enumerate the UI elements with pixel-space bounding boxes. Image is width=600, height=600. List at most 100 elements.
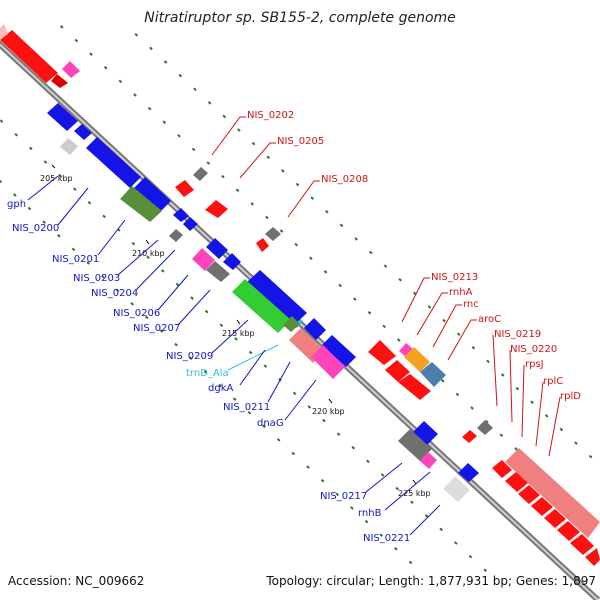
gene-feature: [265, 227, 281, 241]
tick-mark: [456, 332, 461, 336]
tick-mark: [323, 270, 328, 274]
tick-mark: [351, 446, 356, 450]
tick-mark: [354, 237, 358, 241]
tick-mark: [27, 206, 32, 211]
gene-labels: gph NIS_0200 NIS_0201 NIS_0203 NIS_0204 …: [7, 110, 581, 544]
tick-mark: [398, 278, 402, 282]
gene-feature: [169, 229, 183, 242]
gene-feature: [0, 30, 58, 83]
tick-mark: [89, 52, 93, 56]
tick-mark: [102, 214, 106, 219]
tick-mark: [424, 514, 429, 518]
tick-mark: [309, 256, 313, 261]
gene-label: NIS_0208: [321, 174, 368, 185]
tick-mark: [574, 441, 578, 445]
gene-label: NIS_0201: [52, 254, 99, 265]
tick-mark: [247, 410, 252, 415]
gene-feature: [47, 103, 78, 131]
tick-mark: [190, 296, 194, 300]
tick-mark: [146, 255, 150, 259]
gene-label: NIS_0209: [166, 351, 213, 362]
tick-mark: [14, 132, 18, 137]
tick-mark: [248, 350, 253, 355]
tick-mark: [471, 346, 476, 350]
tick-mark: [410, 500, 414, 504]
tick-mark: [234, 337, 238, 341]
gene-feature: [74, 124, 92, 140]
gene-label: rnhA: [449, 287, 473, 298]
tick-mark: [42, 220, 46, 224]
leader-lines: [27, 116, 561, 536]
gene-feature: [232, 279, 291, 333]
tick-mark: [353, 297, 357, 301]
tick-mark: [295, 182, 300, 187]
tick-mark: [281, 169, 285, 173]
tick-mark: [439, 527, 443, 532]
gene-label: rpsJ: [525, 359, 544, 370]
gene-feature: [399, 343, 413, 357]
tick-mark: [292, 391, 297, 396]
tick-mark: [101, 274, 105, 279]
gene-feature: [304, 318, 326, 340]
tick-mark: [144, 315, 149, 320]
gene-label: NIS_0220: [510, 344, 557, 355]
tick-mark: [163, 60, 168, 64]
inner-strand-features: [47, 103, 479, 502]
tick-mark: [276, 438, 281, 442]
tick-mark: [427, 305, 432, 309]
tick-mark: [265, 215, 269, 220]
gene-feature: [247, 270, 307, 325]
gene-label: NIS_0205: [277, 136, 324, 147]
tick-mark: [251, 141, 256, 146]
gene-feature: [62, 61, 80, 78]
gene-feature: [477, 420, 493, 435]
tick-mark: [325, 209, 329, 214]
kbp-markers: 205 kbp 210 kbp 215 kbp 220 kbp 225 kbp: [40, 164, 431, 498]
tick-mark: [71, 247, 76, 252]
tick-mark: [338, 283, 342, 288]
tick-mark: [454, 541, 458, 545]
tick-mark: [235, 188, 240, 192]
tick-mark: [222, 114, 227, 119]
tick-mark: [219, 323, 224, 328]
tick-mark: [86, 261, 90, 265]
gene-feature: [420, 452, 437, 469]
tick-mark: [178, 73, 183, 78]
gene-feature: [557, 521, 580, 541]
tick-mark: [500, 373, 505, 377]
tick-mark: [514, 447, 518, 451]
tick-mark: [336, 432, 341, 436]
gene-label: NIS_0213: [431, 272, 478, 283]
tick-mark: [350, 506, 354, 510]
tick-mark: [544, 414, 549, 418]
tick-mark: [499, 433, 504, 437]
tick-mark: [250, 202, 255, 206]
tick-mark: [0, 119, 4, 123]
map-title: Nitratiruptor sp. SB155-2, complete geno…: [144, 10, 456, 26]
gene-feature: [51, 74, 68, 88]
tick-mark: [177, 134, 181, 138]
tick-mark: [29, 146, 33, 151]
tick-mark: [440, 379, 445, 383]
tick-mark: [559, 427, 564, 432]
tick-mark: [115, 288, 120, 292]
tick-mark: [470, 406, 474, 410]
gene-label: rnc: [463, 299, 479, 310]
gene-feature: [385, 360, 410, 382]
tick-mark: [307, 405, 312, 409]
tick-mark: [147, 106, 152, 111]
gene-feature: [206, 238, 228, 259]
gene-feature: [283, 316, 300, 332]
kbp-marker: 205 kbp: [40, 174, 73, 183]
gene-feature: [458, 463, 479, 482]
tick-mark: [133, 93, 137, 97]
tick-mark: [203, 370, 208, 374]
gene-feature: [205, 200, 228, 218]
gene-label: gph: [7, 199, 26, 210]
gene-feature: [505, 448, 600, 538]
gene-feature: [60, 138, 78, 155]
tick-mark: [379, 533, 384, 537]
gene-feature: [193, 167, 208, 181]
gene-feature: [322, 335, 356, 367]
tick-mark: [515, 386, 520, 391]
